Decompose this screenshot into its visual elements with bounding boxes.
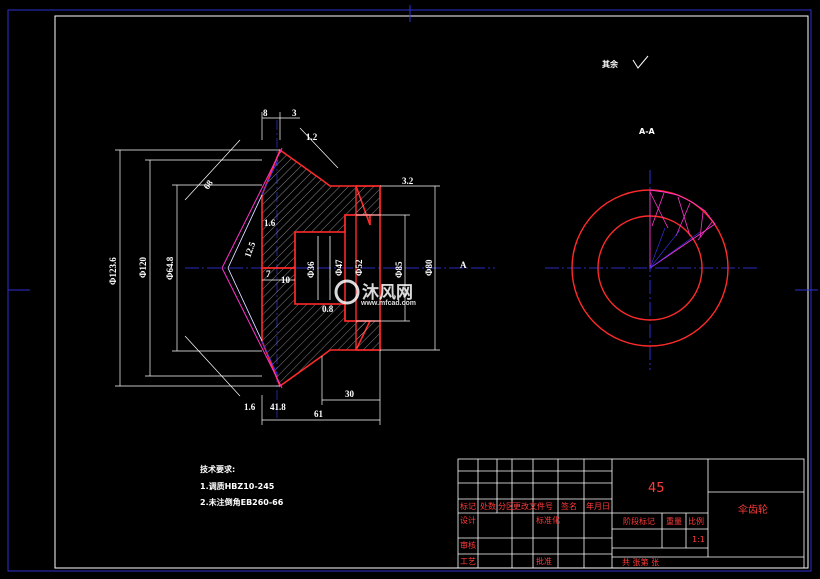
dim-roughness-1: 3.2 — [402, 176, 414, 186]
dim-tooth-chamfer: 1.2 — [306, 132, 318, 142]
roughness-symbol — [632, 55, 649, 69]
tech-item-2: 2.未注倒角EB260-66 — [200, 497, 284, 507]
tb-header-mark: 标记 — [460, 501, 476, 511]
tb-approve: 批准 — [536, 556, 552, 566]
tech-requirements: 技术要求: 1.调质HBZ10-245 2.未注倒角EB260-66 — [200, 464, 284, 507]
tb-standard: 标准化 — [536, 515, 560, 525]
tb-review: 审核 — [460, 540, 476, 550]
tech-item-1: 1.调质HBZ10-245 — [200, 481, 275, 491]
dim-shoulder-diameter: Φ47 — [334, 259, 344, 276]
dim-hub-len: 10 — [281, 275, 291, 285]
roughness-note: 其余 — [602, 59, 619, 69]
tb-header-doc: 更改文件号 — [513, 501, 553, 511]
section-view: A-A — [545, 127, 760, 370]
dim-flange-len: 30 — [345, 389, 355, 399]
inner-frame — [54, 15, 809, 569]
section-marker: A — [460, 260, 467, 270]
tb-sheet: 共 张第 张 — [622, 557, 659, 567]
tb-header-zone: 分区 — [498, 502, 514, 511]
tb-part-name: 伞齿轮 — [738, 503, 768, 516]
dim-pitch-diameter: Φ120 — [138, 257, 148, 278]
dim-overall-len: 61 — [314, 409, 324, 419]
tb-weight: 重量 — [666, 516, 682, 526]
dim-roughness-2: 1.6 — [264, 218, 276, 228]
tb-process: 工艺 — [460, 557, 476, 566]
dim-web: 7 — [266, 269, 271, 279]
watermark: 沐风网 www.mfcad.com — [334, 279, 416, 307]
dim-face-angle: 41.8 — [270, 402, 286, 412]
watermark-url: www.mfcad.com — [360, 300, 416, 307]
dim-roughness-4: 1.6 — [244, 402, 256, 412]
section-label: A-A — [639, 127, 656, 136]
tb-header-sign: 签名 — [561, 501, 577, 511]
dim-tip-diameter: Φ123.6 — [108, 257, 118, 285]
watermark-logo-icon — [334, 279, 360, 305]
tb-design: 设计 — [460, 515, 476, 525]
dim-roughness-3: 0.8 — [322, 304, 334, 314]
tb-header-date: 年月日 — [586, 501, 610, 511]
tb-scale-value: 1:1 — [692, 535, 705, 544]
dim-flange-diameter: Φ80 — [424, 259, 434, 276]
tb-material: 45 — [648, 481, 665, 496]
dim-inner-diameter: Φ52 — [354, 259, 364, 276]
dim-top-width: 8 — [263, 108, 268, 118]
dim-bore-diameter: Φ36 — [306, 261, 316, 278]
title-block — [457, 458, 805, 569]
tb-header-count: 处数 — [480, 501, 496, 511]
title-block-text: 标记 处数 分区 更改文件号 签名 年月日 设计 标准化 审核 工艺 批准 阶段… — [460, 481, 768, 567]
dim-hub-diameter: Φ85 — [394, 261, 404, 278]
tech-title: 技术要求: — [200, 464, 235, 474]
watermark-brand: 沐风网 — [362, 283, 413, 302]
dim-top-chamfer: 3 — [292, 108, 297, 118]
dim-tooth-angle: 12.5 — [242, 240, 257, 259]
dim-root-diameter: Φ64.8 — [165, 256, 175, 280]
main-section-view: 8 3 Φ123.6 Φ120 Φ64.8 Φ80 Φ85 Φ36 Φ47 Φ5… — [108, 108, 495, 425]
tb-scale: 比例 — [688, 516, 704, 526]
tb-stage: 阶段标记 — [623, 516, 655, 526]
